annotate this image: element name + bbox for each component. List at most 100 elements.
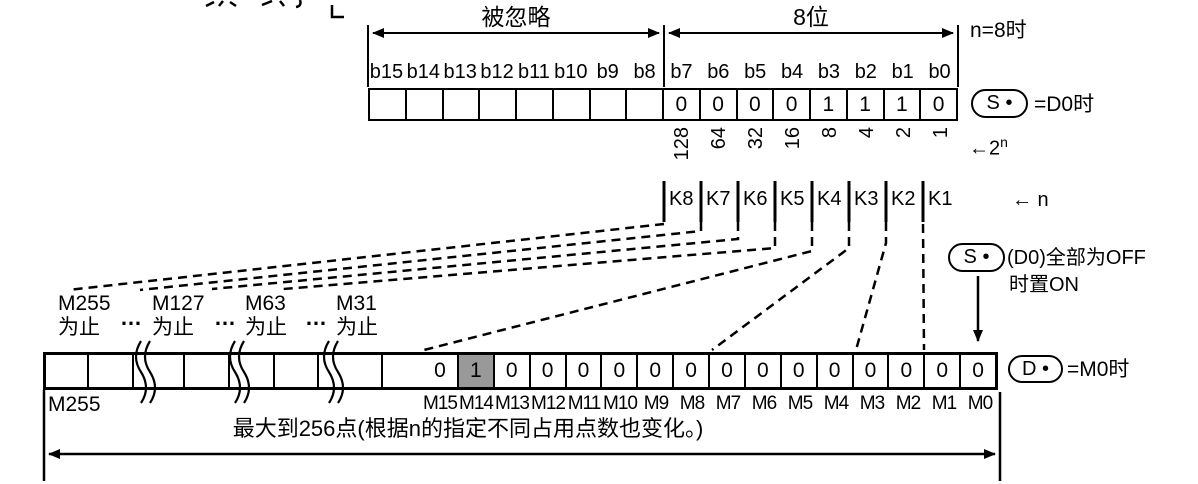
bit-label: b7: [670, 61, 693, 83]
dest-operand-note: =M0时: [1067, 358, 1130, 381]
m-address-row: M15 M14 M13 M12 M11 M10 M9 M8 M7 M6 M5 M…: [422, 392, 998, 416]
bit-label: b0: [928, 61, 951, 83]
group-label-m127-suffix: 为止: [152, 316, 194, 339]
m-address-label: M13: [495, 393, 530, 414]
bit-label: b12: [480, 61, 514, 83]
m-bit-cell: 0: [672, 355, 708, 387]
k-mapping-dashed-lines: [67, 222, 926, 352]
byte-range-label: 8位: [793, 4, 829, 30]
cropped-text-fragment: [205, 0, 344, 19]
bit-cell: 1: [882, 90, 920, 119]
bit-label: b6: [707, 61, 730, 83]
bit-label: b8: [633, 61, 656, 83]
range-measure-lines: [42, 390, 1002, 481]
bit-cell: 0: [919, 90, 956, 119]
callout-line1: (D0)全部为OFF: [1007, 247, 1146, 269]
bit-label: b4: [780, 61, 804, 83]
dest-left-cell-lines: [87, 354, 383, 388]
m-address-label: M4: [823, 393, 849, 414]
group-label-m31-suffix: 为止: [336, 316, 378, 339]
m-bit-cell: 0: [600, 355, 636, 387]
m-bit-cell: 0: [492, 355, 529, 387]
m-bit-cell: 0: [815, 355, 852, 387]
bit-weight: 128: [671, 127, 693, 161]
m-address-label: M0: [967, 393, 993, 414]
m-address-label: M3: [859, 393, 885, 414]
dest-register-outline: [43, 352, 998, 390]
k-label: K2: [891, 188, 916, 210]
k-label: K3: [854, 188, 879, 210]
bit-cell: 0: [698, 90, 736, 119]
callout-source-pill: S •: [948, 243, 1005, 272]
m-bit-cell: 0: [923, 355, 959, 387]
m-address-label: M9: [643, 393, 669, 414]
bit-cell: [551, 90, 589, 119]
k-label: K1: [928, 188, 953, 210]
group-label-m255: M255: [58, 292, 111, 315]
m-bit-cell-highlighted: 1: [456, 355, 493, 387]
top-dimension-lines: [367, 25, 959, 87]
bit-label: b13: [443, 61, 477, 83]
group-label-m255-suffix: 为止: [58, 316, 100, 339]
source-register-cells: 0 0 0 0 1 1 1 0: [368, 88, 958, 121]
source-operand-pill: S •: [971, 89, 1028, 118]
m-address-label: M8: [679, 393, 705, 414]
ellipsis: …: [120, 305, 142, 330]
bit-weight: 2: [893, 127, 915, 139]
bit-label: b9: [596, 61, 619, 83]
m-address-label: M2: [895, 393, 921, 414]
bit-weight: 1: [930, 127, 952, 139]
dest-operand-pill: D •: [1008, 355, 1063, 383]
dest-register-cells: 0 1 0 0 0 0 0 0 0 0 0 0 0 0 0 0: [423, 355, 995, 387]
bit-weight: 16: [782, 127, 804, 150]
power-of-two-exponent: n: [1000, 134, 1008, 150]
n-pointer-note: ← n: [1012, 189, 1049, 211]
bit-label: b14: [406, 61, 440, 83]
m-address-label: M11: [567, 393, 602, 414]
k-label: K7: [706, 188, 731, 210]
m-address-label: M14: [459, 393, 494, 414]
m-bit-cell: 0: [434, 359, 446, 382]
k-label: K5: [780, 188, 805, 210]
bit-cell: 1: [809, 90, 846, 119]
bit-label: b11: [517, 61, 550, 83]
bit-cell: 0: [662, 90, 699, 119]
m-bit-cell: 0: [887, 355, 923, 387]
bit-cell: [588, 90, 626, 119]
bit-cell: [625, 90, 662, 119]
bit-index-row: b15 b14 b13 b12 b11 b10 b9 b8 b7 b6 b5 b…: [368, 58, 958, 86]
group-label-m31: M31: [336, 292, 377, 315]
m-bit-cell: 0: [743, 355, 780, 387]
m-bit-cell: 0: [959, 355, 995, 387]
m255-end-label: M255: [48, 393, 101, 416]
m-address-label: M7: [715, 393, 741, 414]
bit-cell: [404, 90, 442, 119]
m-bit-cell: 0: [528, 355, 565, 387]
k-label: K8: [669, 188, 694, 210]
group-label-m63-suffix: 为止: [245, 316, 287, 339]
m-bit-cell: 0: [564, 355, 601, 387]
bit-cell: 0: [735, 90, 773, 119]
m-address-label: M15: [423, 393, 458, 414]
bit-cell: 1: [845, 90, 883, 119]
power-of-two-text: ←2: [969, 137, 1001, 160]
ellipsis: …: [305, 305, 327, 330]
m-address-label: M6: [751, 393, 777, 414]
bit-weight: 4: [856, 127, 878, 139]
bit-label: b3: [817, 61, 841, 83]
m-bit-cell: 0: [779, 355, 816, 387]
bit-cell: [441, 90, 479, 119]
power-of-two-note: ←2n: [969, 130, 1008, 161]
ignored-range-label: 被忽略: [481, 4, 551, 30]
k-label: K4: [817, 188, 842, 210]
bit-label: b10: [554, 61, 588, 83]
source-operand-note: =D0时: [1034, 93, 1095, 116]
m-bit-cell: 0: [708, 355, 744, 387]
m-address-label: M12: [531, 393, 566, 414]
bit-label: b5: [744, 61, 767, 83]
bit-cell: [478, 90, 515, 119]
bit-label: b1: [891, 61, 914, 83]
bit-weight: 32: [745, 127, 767, 150]
bit-weight: 64: [708, 127, 730, 150]
